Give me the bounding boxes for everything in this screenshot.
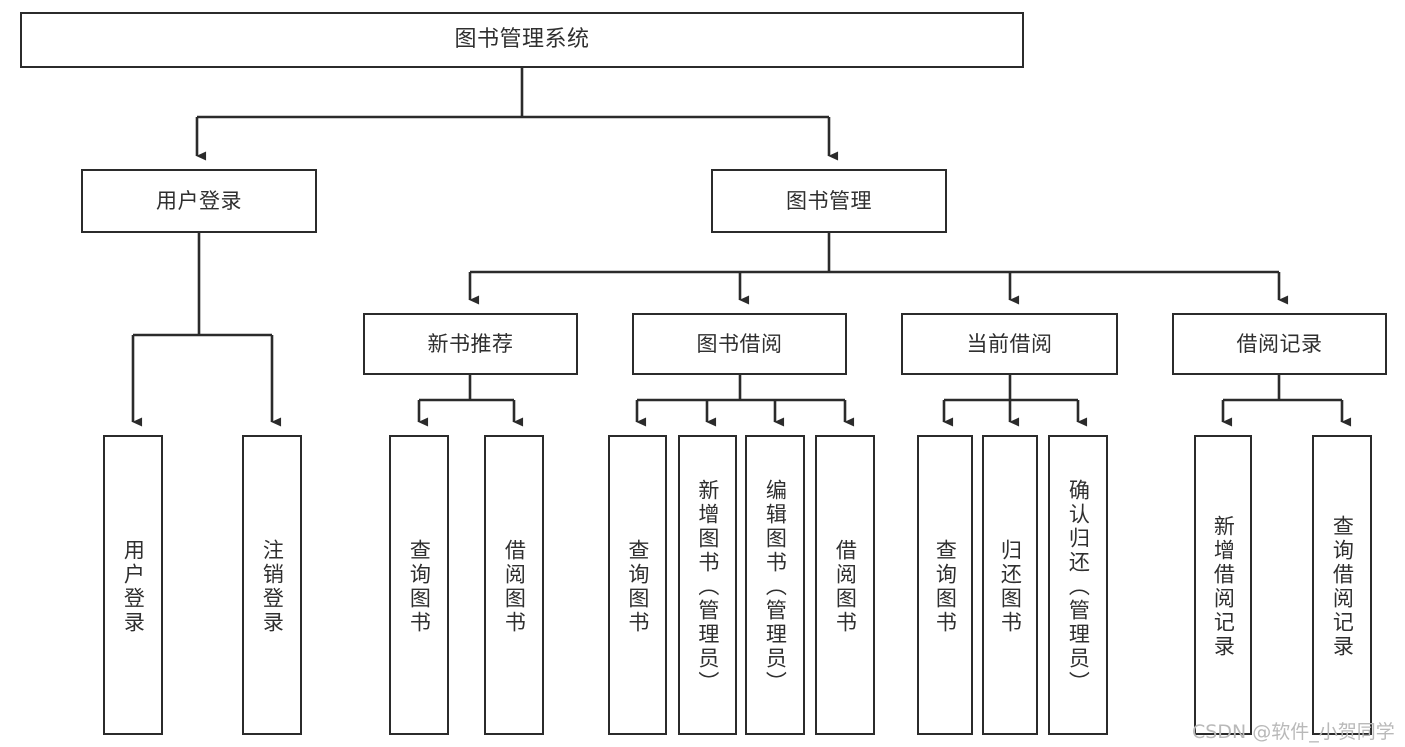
csdn-watermark: CSDN @软件_小贺同学 <box>1192 721 1395 743</box>
node-leaf-borrow-book-1[interactable]: 借阅图书 <box>484 435 544 735</box>
node-leaf-query-book-1[interactable]: 查询图书 <box>389 435 449 735</box>
node-user-login[interactable]: 用户登录 <box>81 169 317 233</box>
node-leaf-user-logout[interactable]: 注销登录 <box>242 435 302 735</box>
node-book-borrow[interactable]: 图书借阅 <box>632 313 847 375</box>
node-leaf-edit-book[interactable]: 编辑图书（管理员） <box>745 435 805 735</box>
node-leaf-edit-book-label: 编辑图书（管理员） <box>763 479 788 695</box>
node-current-borrow-label: 当前借阅 <box>966 331 1053 356</box>
node-root-label: 图书管理系统 <box>454 27 590 53</box>
node-root[interactable]: 图书管理系统 <box>20 12 1024 68</box>
node-leaf-add-book-label: 新增图书（管理员） <box>695 479 720 695</box>
node-leaf-borrow-book-2[interactable]: 借阅图书 <box>815 435 875 735</box>
node-book-manage[interactable]: 图书管理 <box>711 169 947 233</box>
node-leaf-return-book-label: 归还图书 <box>998 539 1023 635</box>
node-leaf-user-login[interactable]: 用户登录 <box>103 435 163 735</box>
node-leaf-user-login-label: 用户登录 <box>121 539 146 635</box>
node-book-borrow-label: 图书借阅 <box>696 331 783 356</box>
node-leaf-query-book-2[interactable]: 查询图书 <box>608 435 667 735</box>
node-leaf-add-book[interactable]: 新增图书（管理员） <box>678 435 737 735</box>
node-leaf-query-book-1-label: 查询图书 <box>407 539 432 635</box>
node-leaf-query-record[interactable]: 查询借阅记录 <box>1312 435 1372 735</box>
node-new-book-rec[interactable]: 新书推荐 <box>363 313 578 375</box>
node-user-login-label: 用户登录 <box>156 188 242 213</box>
node-leaf-borrow-book-1-label: 借阅图书 <box>502 539 527 635</box>
node-new-book-rec-label: 新书推荐 <box>427 331 514 356</box>
node-leaf-add-record[interactable]: 新增借阅记录 <box>1194 435 1252 735</box>
node-leaf-query-book-2-label: 查询图书 <box>625 539 650 635</box>
node-leaf-query-book-3[interactable]: 查询图书 <box>917 435 973 735</box>
node-leaf-borrow-book-2-label: 借阅图书 <box>833 539 858 635</box>
node-book-manage-label: 图书管理 <box>786 188 872 213</box>
node-leaf-confirm-return-label: 确认归还（管理员） <box>1066 479 1091 695</box>
node-borrow-record[interactable]: 借阅记录 <box>1172 313 1387 375</box>
node-current-borrow[interactable]: 当前借阅 <box>901 313 1118 375</box>
node-leaf-query-book-3-label: 查询图书 <box>933 539 958 635</box>
node-leaf-confirm-return[interactable]: 确认归还（管理员） <box>1048 435 1108 735</box>
node-leaf-return-book[interactable]: 归还图书 <box>982 435 1038 735</box>
node-leaf-user-logout-label: 注销登录 <box>260 539 285 635</box>
node-leaf-query-record-label: 查询借阅记录 <box>1330 515 1355 659</box>
node-borrow-record-label: 借阅记录 <box>1236 331 1323 356</box>
node-leaf-add-record-label: 新增借阅记录 <box>1211 515 1236 659</box>
